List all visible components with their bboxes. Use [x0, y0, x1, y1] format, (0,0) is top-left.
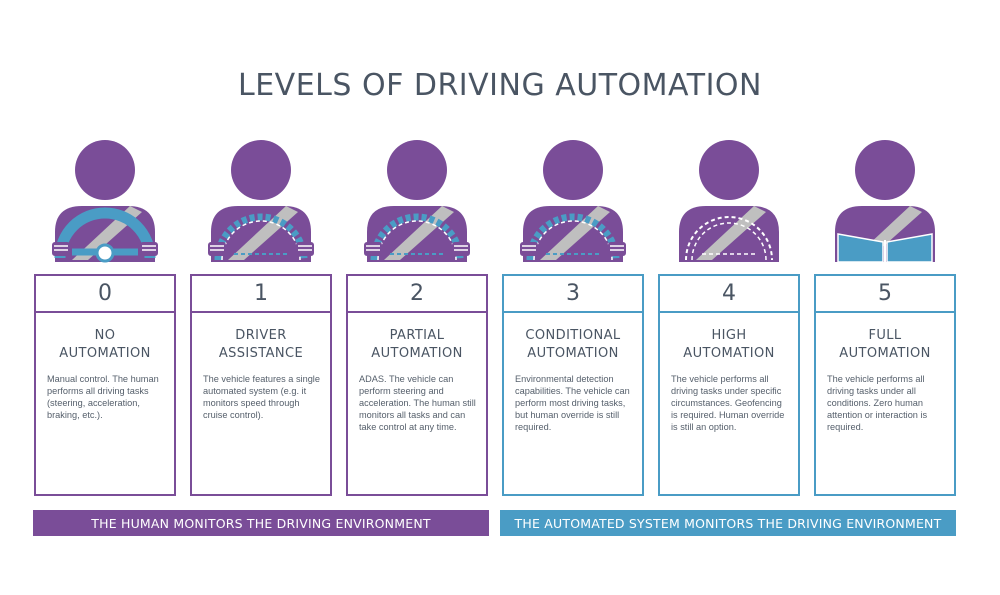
person-reading-book-icon	[812, 130, 958, 270]
level-number: 4	[660, 276, 798, 313]
level-name-line2: AUTOMATION	[683, 346, 775, 361]
level-name-line2: AUTOMATION	[839, 346, 931, 361]
level-name: HIGH AUTOMATION	[660, 327, 798, 363]
level-number: 2	[348, 276, 486, 313]
human-monitors-bar: THE HUMAN MONITORS THE DRIVING ENVIRONME…	[33, 510, 489, 536]
level-description: The vehicle performs all driving tasks u…	[827, 374, 928, 432]
level-name-line2: AUTOMATION	[371, 346, 463, 361]
level-card-3: 3 CONDITIONAL AUTOMATION Environmental d…	[502, 274, 644, 496]
level-card-0: 0 NO AUTOMATION Manual control. The huma…	[34, 274, 176, 496]
level-name-line1: NO	[94, 328, 116, 343]
level-name: PARTIAL AUTOMATION	[348, 327, 486, 363]
level-name-line1: PARTIAL	[389, 328, 445, 343]
level-name-line1: HIGH	[711, 328, 747, 343]
level-description: The vehicle performs all driving tasks u…	[671, 374, 785, 432]
level-description: Manual control. The human performs all d…	[47, 374, 159, 420]
level-card-5: 5 FULL AUTOMATION The vehicle performs a…	[814, 274, 956, 496]
level-number: 5	[816, 276, 954, 313]
level-number: 1	[192, 276, 330, 313]
level-name-line1: CONDITIONAL	[525, 328, 621, 343]
level-number: 3	[504, 276, 642, 313]
driver-dashed-steering-wheel-icon	[188, 130, 334, 270]
level-description: The vehicle features a single automated …	[203, 374, 320, 420]
level-description: Environmental detection capabilities. Th…	[515, 374, 630, 432]
level-name-line1: FULL	[868, 328, 902, 343]
level-card-1: 1 DRIVER ASSISTANCE The vehicle features…	[190, 274, 332, 496]
system-monitors-bar: THE AUTOMATED SYSTEM MONITORS THE DRIVIN…	[500, 510, 956, 536]
level-name-line2: ASSISTANCE	[218, 346, 304, 361]
level-card-2: 2 PARTIAL AUTOMATION ADAS. The vehicle c…	[346, 274, 488, 496]
level-name: CONDITIONAL AUTOMATION	[504, 327, 642, 363]
level-description: ADAS. The vehicle can perform steering a…	[359, 374, 476, 432]
level-number: 0	[36, 276, 174, 313]
level-name-line2: AUTOMATION	[527, 346, 619, 361]
driver-solid-steering-wheel-icon	[32, 130, 178, 270]
level-name-line1: DRIVER	[235, 328, 287, 343]
driver-dashed-steering-wheel-icon	[500, 130, 646, 270]
driver-dashed-steering-wheel-icon	[344, 130, 490, 270]
level-name: FULL AUTOMATION	[816, 327, 954, 363]
level-card-4: 4 HIGH AUTOMATION The vehicle performs a…	[658, 274, 800, 496]
level-name: NO AUTOMATION	[36, 327, 174, 363]
level-name-line2: AUTOMATION	[59, 346, 151, 361]
level-figures	[0, 130, 1000, 270]
level-name: DRIVER ASSISTANCE	[192, 327, 330, 363]
page-title: LEVELS OF DRIVING AUTOMATION	[238, 68, 762, 103]
driver-faint-steering-wheel-icon	[656, 130, 802, 270]
